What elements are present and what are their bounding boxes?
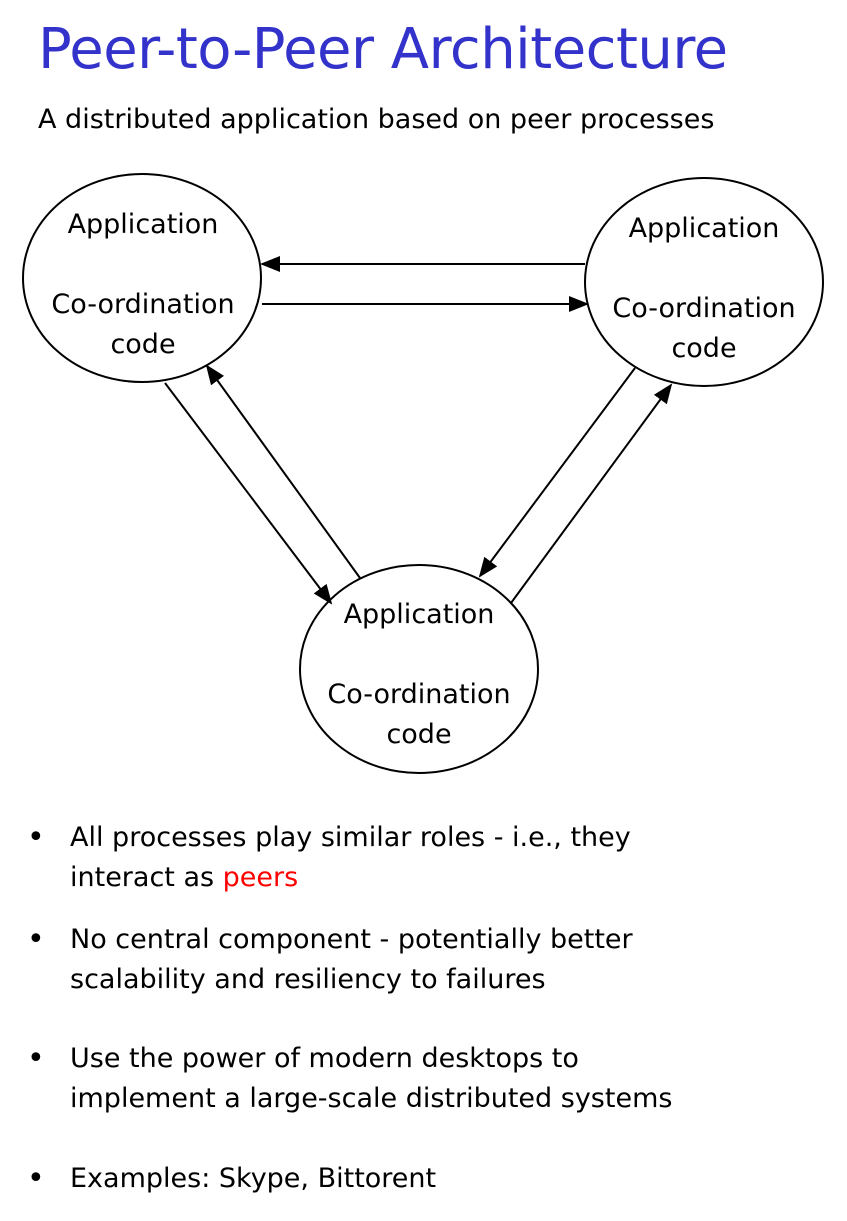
list-item-line: No central component - potentially bette… (70, 924, 633, 955)
list-item-text: Examples: Skype, Bittorent (70, 1159, 810, 1199)
peer-diagram: Application Co-ordination code Applicati… (22, 173, 824, 774)
peer-node-left-shape (22, 173, 262, 383)
peer-node-right: Application Co-ordination code (584, 177, 824, 387)
arrow-left-to-bottom (164, 382, 333, 605)
arrow-bottom-to-right (510, 383, 673, 604)
list-item-line: interact as peers (70, 858, 810, 898)
peer-node-right-label-3: code (671, 333, 736, 364)
peer-node-left-label-2: Co-ordination (51, 289, 234, 320)
page-title: Peer-to-Peer Architecture (38, 17, 728, 82)
bullet-dot: • (27, 922, 45, 957)
peer-node-right-label-1: Application (629, 213, 780, 244)
arrow-bottom-to-left (205, 364, 361, 579)
peer-node-bottom: Application Co-ordination code (299, 564, 539, 774)
arrow-right-to-bottom (478, 367, 636, 578)
peer-node-bottom-label-2: Co-ordination (327, 679, 510, 710)
list-item-line-prefix: interact as (70, 862, 223, 893)
list-item-line: All processes play similar roles - i.e.,… (70, 822, 631, 853)
peer-node-bottom-label-3: code (386, 719, 451, 750)
peer-node-left-label-3: code (110, 329, 175, 360)
page-subtitle: A distributed application based on peer … (38, 104, 715, 135)
peer-node-left-label-1: Application (68, 209, 219, 240)
bullet-dot: • (27, 1041, 45, 1076)
list-item-line: Use the power of modern desktops to (70, 1043, 579, 1074)
list-item-text: Use the power of modern desktops to impl… (70, 1039, 810, 1119)
list-item-line: Examples: Skype, Bittorent (70, 1163, 437, 1194)
bullet-dot: • (27, 820, 45, 855)
list-item-line: implement a large-scale distributed syst… (70, 1083, 673, 1114)
list-item-text: All processes play similar roles - i.e.,… (70, 818, 810, 898)
bullet-dot: • (27, 1161, 45, 1196)
peer-node-left: Application Co-ordination code (22, 173, 262, 383)
peer-node-right-shape (584, 177, 824, 387)
peer-node-right-label-2: Co-ordination (612, 293, 795, 324)
peer-node-bottom-shape (299, 564, 539, 774)
list-item-text: No central component - potentially bette… (70, 920, 810, 1000)
list-item-line: scalability and resiliency to failures (70, 964, 546, 995)
highlight-peers: peers (222, 862, 299, 893)
peer-node-bottom-label-1: Application (344, 599, 495, 630)
